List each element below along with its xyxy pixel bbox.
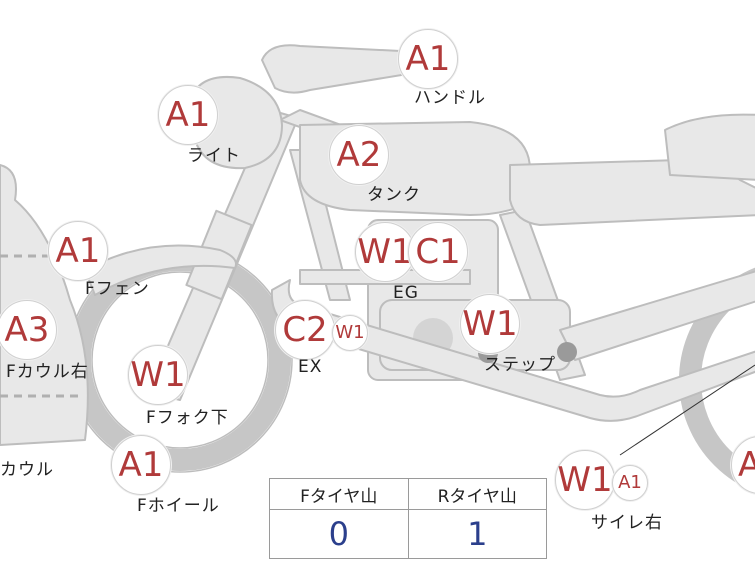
ex-label: EX [298,357,323,377]
step-label: ステップ [484,355,556,375]
silencer-leader-line [619,364,755,456]
f-tire-header: Fタイヤ山 [269,478,409,510]
r-tire-header: Rタイヤ山 [407,478,547,510]
f-fender-label: Fフェン [85,279,150,299]
handle-code-badge: A1 [398,29,458,89]
f-wheel-code-badge: A1 [111,435,171,495]
f-fork-label: Fフォク下 [146,408,229,428]
tank-label: タンク [367,185,421,205]
eg-w-code-badge: W1 [355,222,415,282]
step-code-badge: W1 [460,294,520,354]
eg-label: EG [393,283,419,303]
tank-code-badge: A2 [329,125,389,185]
f-fender-code-badge: A1 [48,221,108,281]
light-label: ライト [187,146,241,166]
eg-c-code-badge: C1 [408,222,468,282]
r-tire-value: 1 [407,509,547,559]
ex-w-code-badge: W1 [332,315,368,351]
silencer-right-label: サイレ右 [591,513,663,533]
silencer-w-code-badge: W1 [555,450,615,510]
handle-label: ハンドル [414,88,486,108]
f-cowl-right-label: Fカウル右 [6,362,89,382]
ex-c-code-badge: C2 [275,300,335,360]
cowl-label: カウル [0,460,54,480]
f-tire-value: 0 [269,509,409,559]
light-code-badge: A1 [158,85,218,145]
swing-arm [559,270,755,361]
f-fork-code-badge: W1 [128,345,188,405]
front-fender [84,244,237,296]
f-cowl-right-code-badge: A3 [0,300,57,360]
silencer-a-code-badge: A1 [612,465,648,501]
tire-tread-table: Fタイヤ山 Rタイヤ山 0 1 [269,478,547,559]
f-wheel-label: Fホイール [137,496,220,516]
